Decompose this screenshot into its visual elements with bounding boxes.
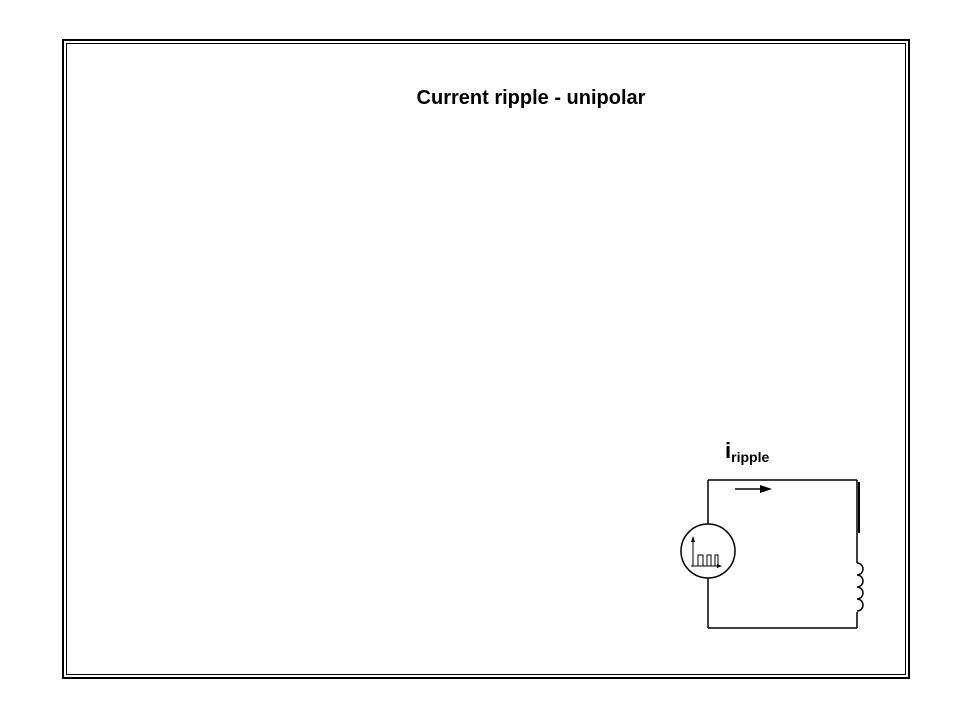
source-circle	[680, 523, 736, 579]
slide-border	[62, 39, 910, 679]
inductor-symbol	[856, 562, 864, 612]
current-symbol: i	[725, 438, 732, 463]
page-title: Current ripple - unipolar	[416, 87, 646, 109]
pulse-waveform	[693, 554, 719, 567]
current-label: iripple	[725, 438, 770, 465]
wires	[707, 479, 858, 629]
current-subscript: ripple	[731, 449, 770, 465]
slide-border-inner	[66, 43, 906, 675]
current-arrow	[735, 485, 772, 493]
source-symbol	[680, 523, 736, 579]
